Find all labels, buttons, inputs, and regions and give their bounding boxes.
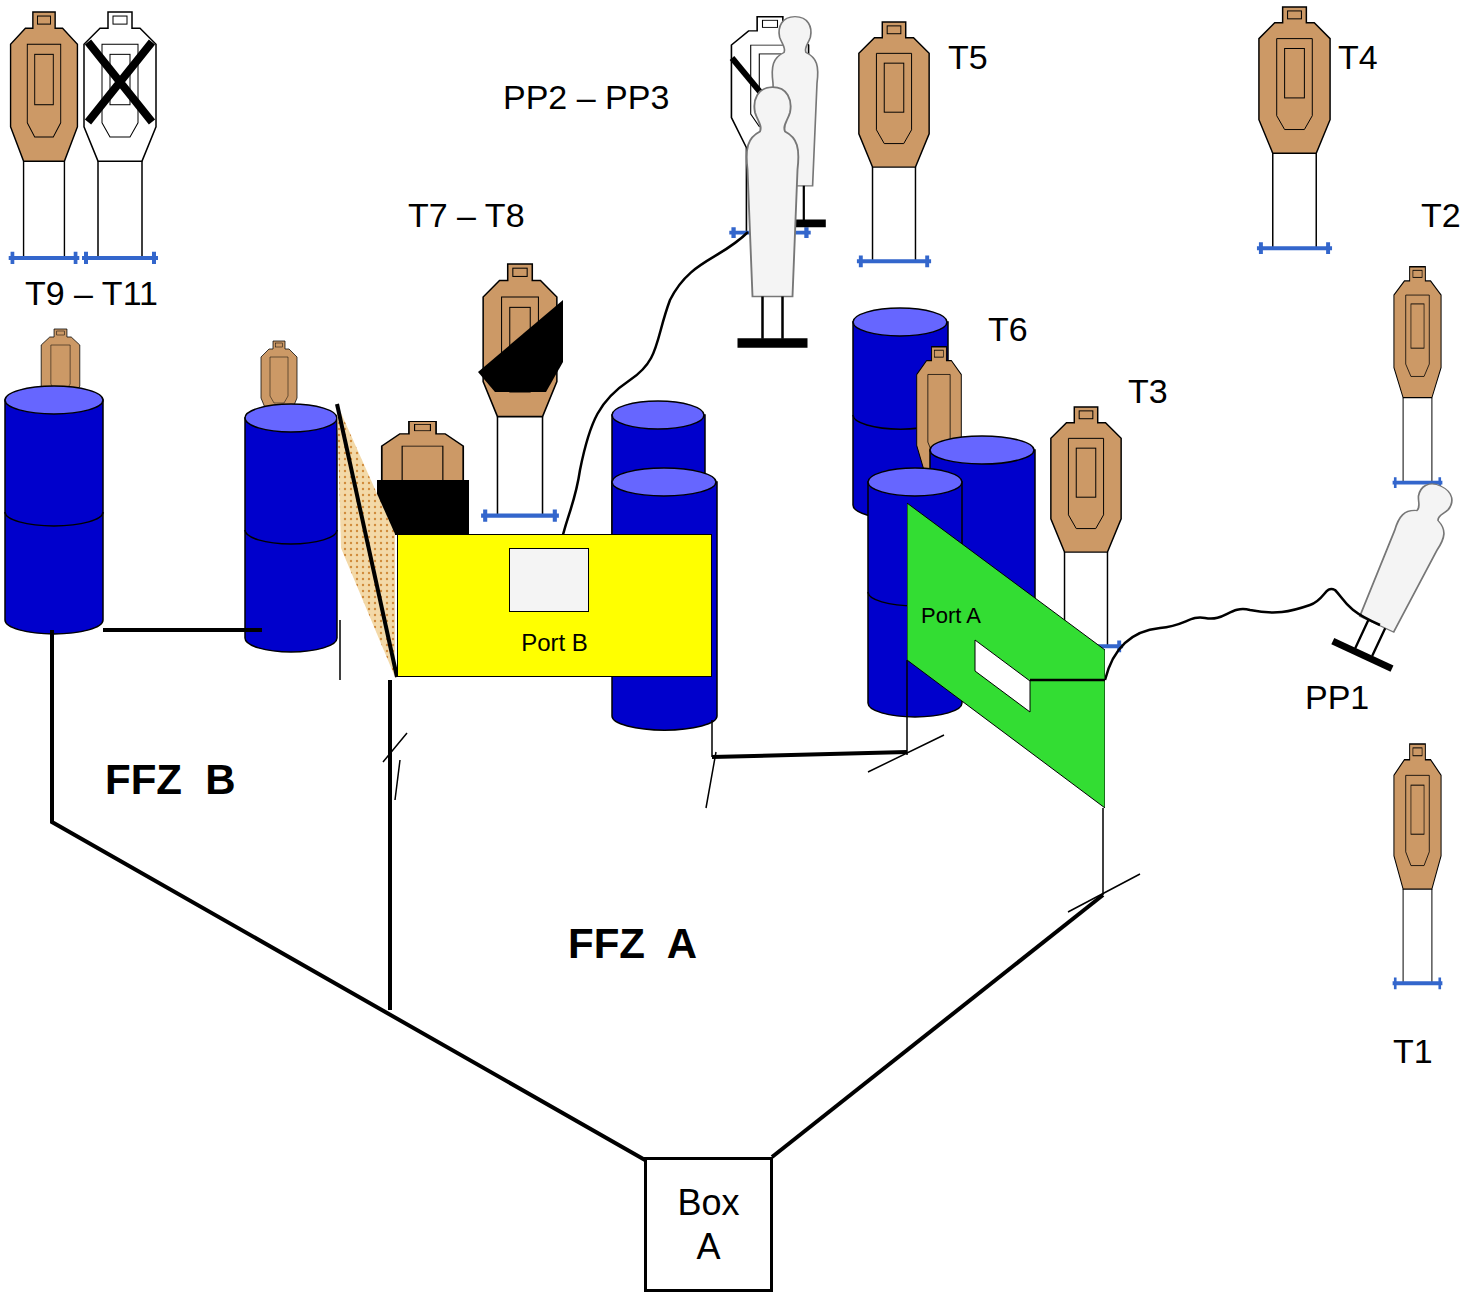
target-label: T6 xyxy=(988,310,1028,349)
port-label: Port A xyxy=(921,603,981,629)
zone-label: FFZ B xyxy=(105,756,236,804)
wall-panel: Port A xyxy=(907,503,1105,808)
target-label: T2 xyxy=(1421,196,1461,235)
port-window xyxy=(509,548,589,612)
target-label: T7 – T8 xyxy=(408,196,525,235)
box-label: Box A xyxy=(669,1181,748,1267)
zone-label: FFZ A xyxy=(568,920,697,968)
target-label: PP1 xyxy=(1305,678,1369,717)
wall-outline xyxy=(907,503,1105,808)
port-label: Port B xyxy=(398,629,711,657)
target-label: T5 xyxy=(948,38,988,77)
target-label: T3 xyxy=(1128,372,1168,411)
target-label: T1 xyxy=(1393,1032,1433,1071)
wall-panel: Port B xyxy=(397,534,712,677)
target-label: T4 xyxy=(1338,38,1378,77)
start-box: Box A xyxy=(644,1157,773,1292)
target-label: PP2 – PP3 xyxy=(503,78,669,117)
target-label: T9 – T11 xyxy=(25,274,158,313)
